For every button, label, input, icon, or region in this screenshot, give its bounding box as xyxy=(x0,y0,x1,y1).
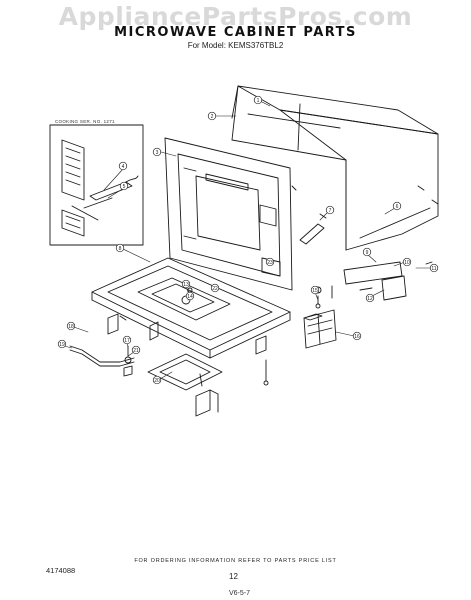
outer-cabinet-wrapper xyxy=(231,85,439,251)
inset-detail xyxy=(49,124,144,246)
model-subtitle: For Model: KEMS376TBL2 xyxy=(187,41,284,50)
callout-label: 10 xyxy=(404,260,410,266)
callout-label: 17 xyxy=(124,338,130,344)
ordering-note: FOR ORDERING INFORMATION REFER TO PARTS … xyxy=(134,558,337,564)
callout-label: 5 xyxy=(123,184,126,190)
callout-label: 11 xyxy=(431,266,436,272)
callout-markers: 1 2 3 4 5 6 7 8 9 10 11 12 13 14 15 16 1… xyxy=(57,95,439,385)
side-brackets xyxy=(299,213,407,301)
callout-label: 6 xyxy=(396,204,399,210)
callout-label: 4 xyxy=(122,164,125,170)
callout-label: 13 xyxy=(183,282,189,288)
callout-label: 18 xyxy=(68,324,74,330)
callout-leaders xyxy=(63,99,432,380)
callout-label: 19 xyxy=(59,342,65,348)
bottom-plate xyxy=(147,353,223,391)
callout-label: 15 xyxy=(312,288,318,294)
callout-label: 3 xyxy=(156,150,159,156)
front-panel-frame xyxy=(164,137,293,291)
callout-label: 9 xyxy=(366,250,369,256)
fasteners xyxy=(123,185,439,377)
base-pan xyxy=(91,257,291,359)
document-part-number: 4174088 xyxy=(46,566,76,575)
component-block xyxy=(303,309,337,349)
callout-label: 1 xyxy=(257,98,260,104)
callout-label: 20 xyxy=(154,378,160,384)
diagram-title: MICROWAVE CABINET PARTS xyxy=(114,25,357,40)
callout-label: 21 xyxy=(133,348,139,354)
callout-label: 16 xyxy=(354,334,360,340)
wire-harness xyxy=(69,345,135,367)
callout-label: 23 xyxy=(267,260,273,266)
callout-label: 12 xyxy=(367,296,373,302)
callout-label: 22 xyxy=(212,286,218,292)
inset-caption: COOKING SER. NO. 1271 xyxy=(55,119,115,124)
callout-label: 2 xyxy=(211,114,214,120)
page-number: 12 xyxy=(229,572,238,581)
feet-brackets xyxy=(107,313,269,417)
watermark: AppliancePartsPros.com xyxy=(58,2,413,31)
date-code: V6-5-7 xyxy=(229,590,251,597)
callout-label: 7 xyxy=(329,208,332,214)
callout-label: 14 xyxy=(187,294,193,300)
callout-label: 8 xyxy=(119,246,122,252)
